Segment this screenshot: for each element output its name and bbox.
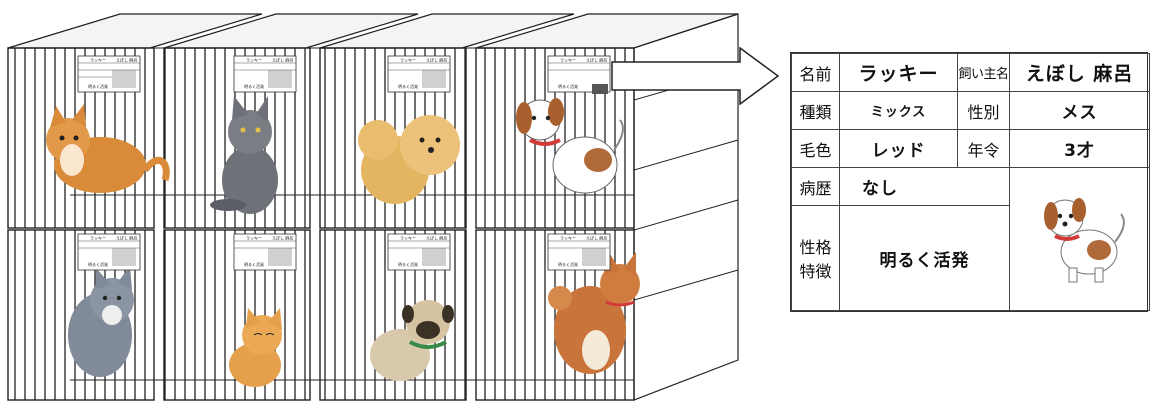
dog-photo-icon-svg <box>1025 182 1135 292</box>
cage-roofs <box>8 14 738 48</box>
cage-label-name: ラッキー <box>90 235 106 241</box>
owner-label: 飼い主名 <box>958 54 1010 92</box>
cage-label-trait: 明るく活発 <box>398 261 418 267</box>
sex-label: 性別 <box>958 92 1010 130</box>
name-value: ラッキー <box>840 54 958 92</box>
cage-label-owner: えぼし 麻呂 <box>426 57 447 63</box>
cage-label-name: ラッキー <box>246 235 262 241</box>
cage-label-name: ラッキー <box>560 235 576 241</box>
cage-label-owner: えぼし 麻呂 <box>272 235 293 241</box>
dog-photo-icon <box>1010 168 1150 311</box>
species-label: 種類 <box>792 92 840 130</box>
trait-value: 明るく活発 <box>840 206 1010 311</box>
cage-label: ラッキー えぼし 麻呂 明るく活発 <box>388 56 450 92</box>
cage-label-owner: えぼし 麻呂 <box>426 235 447 241</box>
cage-label-owner: えぼし 麻呂 <box>586 235 607 241</box>
cage-label: ラッキー えぼし 麻呂 明るく活発 <box>388 234 450 270</box>
cage-label: ラッキー えぼし 麻呂 明るく活発 <box>234 56 296 92</box>
owner-value: えぼし 麻呂 <box>1010 54 1150 92</box>
cage-label-trait: 明るく活発 <box>244 261 264 267</box>
species-value: ミックス <box>840 92 958 130</box>
cage-label-name: ラッキー <box>560 57 576 63</box>
cage-label: ラッキー えぼし 麻呂 明るく活発 <box>78 234 140 270</box>
history-value: なし <box>840 168 1010 206</box>
trait-label-line2: 特徴 <box>799 262 831 281</box>
name-label: 名前 <box>792 54 840 92</box>
cage-label-owner: えぼし 麻呂 <box>272 57 293 63</box>
cage-label-trait: 明るく活発 <box>88 261 108 267</box>
cage-label-owner: えぼし 麻呂 <box>586 57 607 63</box>
cage-label: ラッキー えぼし 麻呂 明るく活発 <box>78 56 140 92</box>
cage-label: ラッキー えぼし 麻呂 明るく活発 <box>548 56 610 94</box>
cage-label-trait: 明るく活発 <box>398 83 418 89</box>
cage-label-trait: 明るく活発 <box>244 83 264 89</box>
sex-value: メス <box>1010 92 1150 130</box>
trait-label-line1: 性格 <box>799 238 831 257</box>
color-label: 毛色 <box>792 130 840 168</box>
color-value: レッド <box>840 130 958 168</box>
trait-label: 性格 特徴 <box>792 206 840 311</box>
cage-label-trait: 明るく活発 <box>88 83 108 89</box>
cage-label-name: ラッキー <box>90 57 106 63</box>
age-label: 年令 <box>958 130 1010 168</box>
cage-label-name: ラッキー <box>400 57 416 63</box>
age-value: 3才 <box>1010 130 1150 168</box>
cage-label-owner: えぼし 麻呂 <box>116 57 137 63</box>
history-label: 病歴 <box>792 168 840 206</box>
cage-label-owner: えぼし 麻呂 <box>116 235 137 241</box>
pet-info-table: 名前 ラッキー 飼い主名 えぼし 麻呂 種類 ミックス 性別 メス 毛色 レッド… <box>791 53 1150 311</box>
cage-label-name: ラッキー <box>400 235 416 241</box>
cage-label-name: ラッキー <box>246 57 262 63</box>
cage-label-trait: 明るく活発 <box>558 83 578 89</box>
cage-label: ラッキー えぼし 麻呂 明るく活発 <box>234 234 296 270</box>
cage-label: ラッキー えぼし 麻呂 明るく活発 <box>548 234 610 270</box>
callout-arrow-icon <box>612 48 778 104</box>
pet-name-card: 名前 ラッキー 飼い主名 えぼし 麻呂 種類 ミックス 性別 メス 毛色 レッド… <box>790 52 1148 312</box>
cage-label-trait: 明るく活発 <box>558 261 578 267</box>
